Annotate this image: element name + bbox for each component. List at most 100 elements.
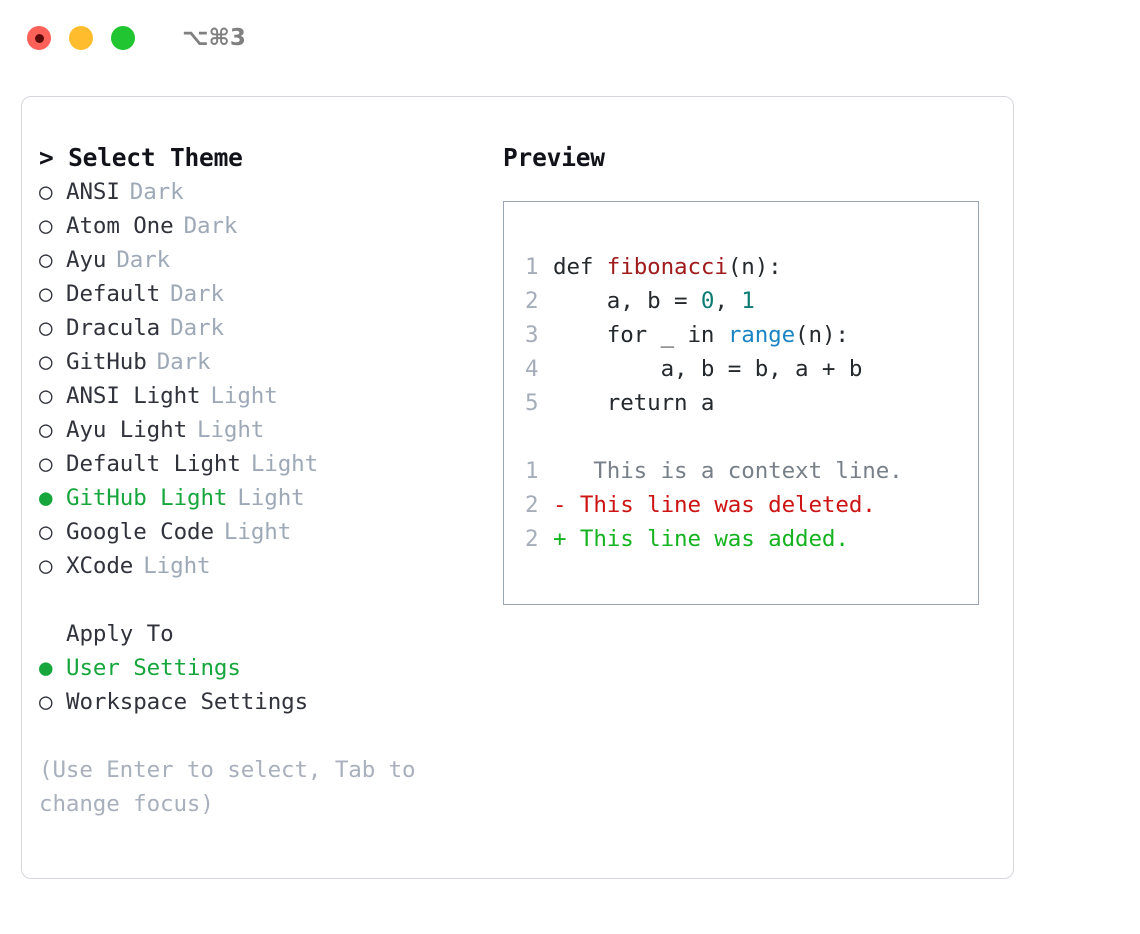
theme-item-google-code[interactable]: ○ Google Code Light xyxy=(39,515,482,549)
diff-line-add: 2 + This line was added. xyxy=(525,522,978,556)
close-button[interactable] xyxy=(27,26,51,50)
radio-unselected-icon: ○ xyxy=(39,179,53,205)
theme-item-kind-badge: Light xyxy=(223,519,292,545)
theme-item-label: Default Light xyxy=(66,451,241,477)
apply-to-header: Apply To xyxy=(66,621,174,647)
code-token-plain: a, b = b, a + b xyxy=(553,356,863,382)
code-line: 3 for _ in range(n): xyxy=(525,318,978,352)
code-token-num: 1 xyxy=(741,288,755,314)
theme-item-label: GitHub xyxy=(66,349,147,375)
minimize-button[interactable] xyxy=(69,26,93,50)
theme-item-kind-badge: Dark xyxy=(156,349,211,375)
code-line-number: 5 xyxy=(525,390,539,416)
theme-item-ansi[interactable]: ○ ANSI Dark xyxy=(39,175,482,209)
code-token-plain: , xyxy=(714,288,742,314)
diff-line-number: 2 xyxy=(525,526,539,552)
diff-line-text: This line was deleted. xyxy=(566,492,876,518)
keyboard-shortcut-label: ⌥⌘3 xyxy=(182,25,246,51)
diff-line-number: 1 xyxy=(525,458,539,484)
theme-item-kind-badge: Light xyxy=(250,451,319,477)
radio-unselected-icon: ○ xyxy=(39,689,53,715)
theme-item-ayu-light[interactable]: ○ Ayu Light Light xyxy=(39,413,482,447)
theme-item-dracula[interactable]: ○ Dracula Dark xyxy=(39,311,482,345)
code-token-plain: (n): xyxy=(727,254,782,280)
apply-to-item-user-settings[interactable]: ● User Settings xyxy=(39,651,482,685)
theme-item-ayu[interactable]: ○ Ayu Dark xyxy=(39,243,482,277)
code-line-number: 3 xyxy=(525,322,539,348)
radio-unselected-icon: ○ xyxy=(39,213,53,239)
apply-to-item-label: User Settings xyxy=(66,655,241,681)
theme-item-ansi-light[interactable]: ○ ANSI Light Light xyxy=(39,379,482,413)
theme-item-kind-badge: Dark xyxy=(170,315,224,341)
theme-item-label: XCode xyxy=(66,553,134,579)
diff-line-text: This is a context line. xyxy=(566,458,903,484)
theme-item-default-light[interactable]: ○ Default Light Light xyxy=(39,447,482,481)
radio-unselected-icon: ○ xyxy=(39,553,53,579)
radio-unselected-icon: ○ xyxy=(39,417,53,443)
apply-to-item-label: Workspace Settings xyxy=(66,689,309,715)
radio-unselected-icon: ○ xyxy=(39,519,53,545)
theme-item-label: Google Code xyxy=(66,519,214,545)
diff-marker xyxy=(553,454,566,488)
radio-unselected-icon: ○ xyxy=(39,451,53,477)
diff-line-number: 2 xyxy=(525,492,539,518)
window-controls xyxy=(27,26,135,50)
diff-marker: - xyxy=(553,492,567,518)
code-token-fn: fibonacci xyxy=(606,254,728,280)
code-line-number: 1 xyxy=(525,254,539,280)
code-diff-spacer xyxy=(525,420,978,454)
zoom-button[interactable] xyxy=(111,26,135,50)
theme-item-label: Atom One xyxy=(66,213,174,239)
radio-selected-icon: ● xyxy=(39,655,53,681)
code-line: 2 a, b = 0, 1 xyxy=(525,284,978,318)
keyboard-hint: (Use Enter to select, Tab to change focu… xyxy=(39,757,416,817)
preview-title: Preview xyxy=(503,143,605,172)
recording-indicator-icon xyxy=(34,33,44,43)
code-token-plain: return a xyxy=(553,390,715,416)
code-line-text: return a xyxy=(553,386,715,420)
theme-item-label: Ayu Light xyxy=(66,417,188,443)
theme-item-kind-badge: Light xyxy=(197,417,265,443)
code-line: 4 a, b = b, a + b xyxy=(525,352,978,386)
select-theme-header: > Select Theme xyxy=(39,143,243,172)
theme-item-label: ANSI xyxy=(66,179,120,205)
apply-to-item-workspace-settings[interactable]: ○ Workspace Settings xyxy=(39,685,482,719)
code-token-plain: a, b = xyxy=(553,288,701,314)
diff-line-text: This line was added. xyxy=(566,526,849,552)
theme-item-kind-badge: Dark xyxy=(116,247,171,273)
theme-item-label: GitHub Light xyxy=(66,485,228,511)
code-line: 1 def fibonacci(n): xyxy=(525,250,978,284)
diff-line-del: 2- This line was deleted. xyxy=(525,488,978,522)
code-line-number: 4 xyxy=(525,356,539,382)
theme-item-label: Dracula xyxy=(66,315,161,341)
radio-unselected-icon: ○ xyxy=(39,383,53,409)
code-line-text: a, b = b, a + b xyxy=(553,352,863,386)
radio-unselected-icon: ○ xyxy=(39,247,53,273)
theme-item-label: ANSI Light xyxy=(66,383,201,409)
code-token-plain: def xyxy=(553,254,607,280)
code-line-number: 2 xyxy=(525,288,539,314)
radio-unselected-icon: ○ xyxy=(39,315,53,341)
theme-item-kind-badge: Dark xyxy=(129,179,184,205)
theme-item-kind-badge: Light xyxy=(210,383,278,409)
theme-item-label: Ayu xyxy=(66,247,107,273)
apply-to-list[interactable]: ● User Settings ○ Workspace Settings xyxy=(39,651,482,719)
theme-item-kind-badge: Dark xyxy=(170,281,224,307)
diff-marker: + xyxy=(553,526,567,552)
code-line: 5 return a xyxy=(525,386,978,420)
code-token-num: 0 xyxy=(700,288,715,314)
radio-selected-icon: ● xyxy=(39,485,53,511)
code-line-text: def fibonacci(n): xyxy=(553,250,782,284)
